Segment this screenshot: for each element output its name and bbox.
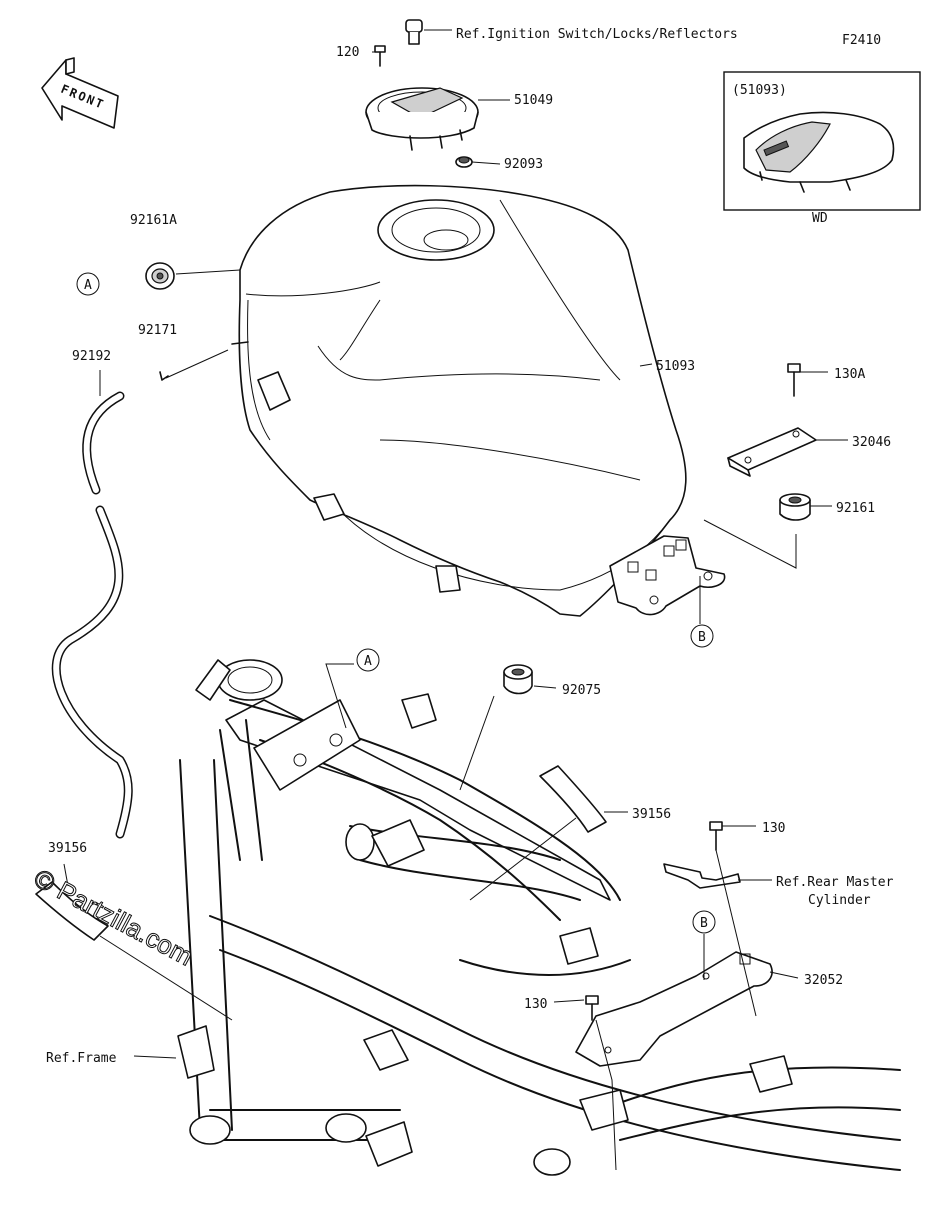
inset-title: (51093) [732, 83, 787, 98]
bolt-120 [374, 45, 386, 67]
label-130a: 130A [834, 367, 865, 382]
callout-a-frame: A [356, 648, 380, 672]
label-92171: 92171 [138, 323, 177, 338]
watermark: © Partzilla.com [29, 863, 198, 972]
svg-text:B: B [698, 630, 706, 645]
label-92093: 92093 [504, 157, 543, 172]
label-51093: 51093 [656, 359, 695, 374]
inset-tank-drawing [743, 111, 895, 193]
label-32052: 32052 [804, 973, 843, 988]
label-92161: 92161 [836, 501, 875, 516]
pad-39156-left [35, 881, 109, 941]
grommet-92093 [455, 156, 473, 168]
label-120: 120 [336, 45, 359, 60]
label-130-upper: 130 [762, 821, 785, 836]
inset-caption: WD [812, 211, 828, 226]
label-ref-rear-master-1: Ref.Rear Master [776, 875, 894, 890]
svg-text:A: A [84, 278, 92, 293]
bolt-130-upper [709, 821, 723, 851]
label-ref-frame: Ref.Frame [46, 1051, 117, 1066]
label-51049: 51049 [514, 93, 553, 108]
svg-text:B: B [700, 916, 708, 931]
label-39156-right: 39156 [632, 807, 671, 822]
pad-39156-right [539, 765, 607, 833]
label-92075: 92075 [562, 683, 601, 698]
fuel-cap-51049 [365, 87, 479, 151]
grommet-92161a [145, 262, 175, 290]
rear-master-bracket [663, 863, 741, 889]
figure-id: F2410 [842, 33, 881, 48]
bracket-32052 [575, 951, 773, 1067]
front-arrow-icon: FRONT [41, 57, 119, 129]
callout-b-bracket: B [692, 910, 716, 934]
damper-92075 [503, 664, 533, 695]
label-130-lower: 130 [524, 997, 547, 1012]
inset-box: (51093) WD [723, 71, 921, 226]
label-ref-rear-master-2: Cylinder [808, 893, 871, 908]
callout-b-tank: B [690, 624, 714, 648]
bolt-130-lower [585, 995, 599, 1021]
fuel-tank-51093 [238, 184, 726, 617]
hose-92192 [51, 391, 133, 839]
label-ref-ignition: Ref.Ignition Switch/Locks/Reflectors [456, 27, 738, 42]
clip-92171 [159, 341, 249, 381]
label-92161a: 92161A [130, 213, 177, 228]
bracket-32046 [727, 427, 817, 477]
svg-text:A: A [364, 654, 372, 669]
ignition-key-piece [405, 19, 423, 45]
frame [177, 659, 901, 1176]
label-32046: 32046 [852, 435, 891, 450]
label-92192: 92192 [72, 349, 111, 364]
leader-lines [63, 29, 848, 1171]
damper-92161 [779, 493, 811, 521]
callout-a-left: A [76, 272, 100, 296]
bolt-130a [787, 363, 801, 397]
label-39156-left: 39156 [48, 841, 87, 856]
